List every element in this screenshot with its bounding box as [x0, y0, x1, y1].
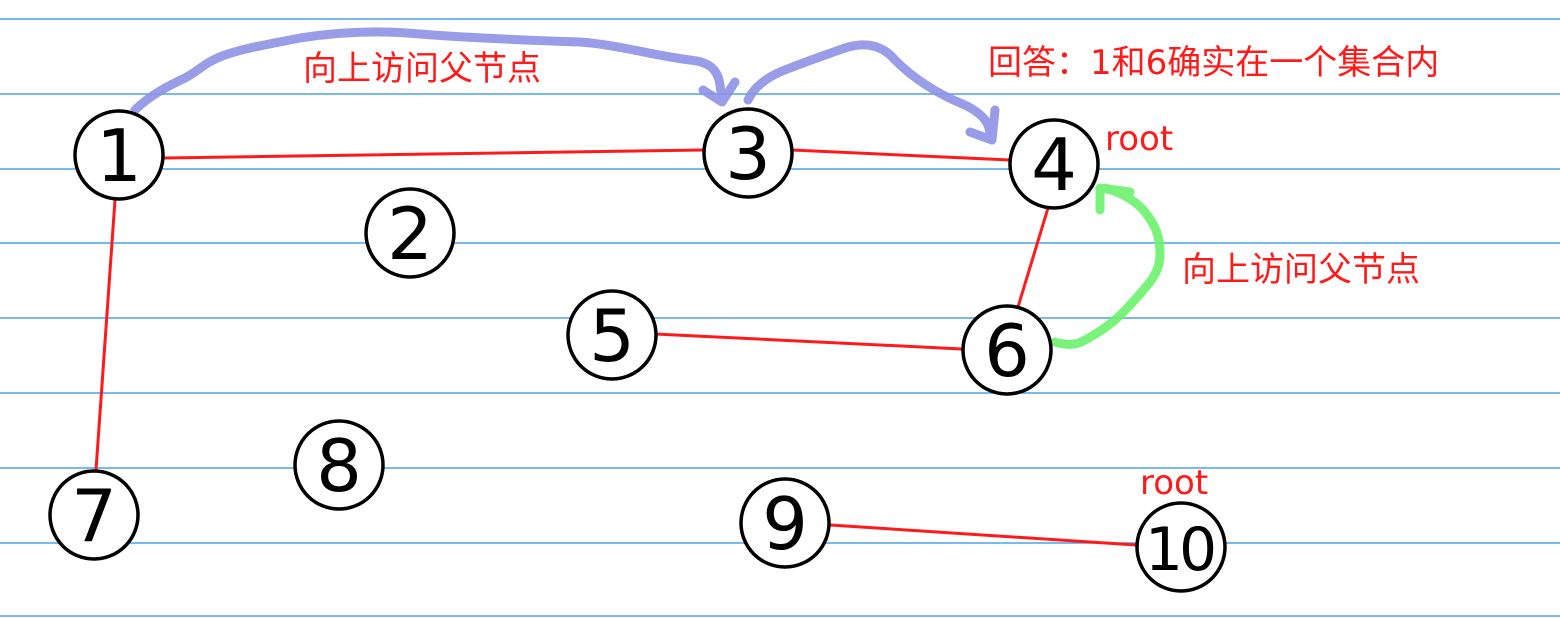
node-circle [364, 187, 456, 279]
arrow-3-to-4 [743, 40, 995, 140]
node-1: 1 [73, 109, 165, 201]
node-10: 10 [1135, 501, 1227, 593]
node-4: 4 [1008, 118, 1100, 210]
nodes: 1 2 3 4 5 6 7 8 [48, 107, 1227, 593]
edges [94, 148, 1138, 547]
node-6: 6 [961, 304, 1053, 396]
node-circle [73, 109, 165, 201]
annotations: 向上访问父节点 回答：1和6确实在一个集合内 向上访问父节点 root root [303, 43, 1439, 503]
node-8: 8 [293, 419, 385, 511]
arrow-1-to-3 [130, 27, 727, 115]
arrowhead-1-to-3 [698, 77, 740, 107]
node-circle [1135, 501, 1227, 593]
node-label: 9 [762, 482, 808, 566]
node-7: 7 [48, 469, 140, 561]
edge-5-6 [653, 332, 964, 351]
edge-1-3 [163, 148, 705, 160]
annotation-visit-parent-top: 向上访问父节点 [303, 49, 541, 89]
edge-4-6 [1016, 206, 1050, 309]
node-label: 7 [71, 474, 117, 558]
node-circle [293, 419, 385, 511]
edge-1-7 [94, 198, 117, 472]
root-label-node-4: root [1105, 119, 1173, 159]
arrow-6-to-4 [1050, 183, 1165, 349]
node-label: 3 [725, 112, 771, 196]
node-9: 9 [739, 477, 831, 569]
node-label: 2 [387, 192, 433, 276]
node-circle [702, 107, 794, 199]
node-circle [739, 477, 831, 569]
arrowhead-3-to-4 [965, 105, 1000, 145]
annotation-answer: 回答：1和6确实在一个集合内 [988, 43, 1439, 83]
node-2: 2 [364, 187, 456, 279]
ruled-lines [0, 18, 1560, 617]
node-circle [566, 289, 658, 381]
node-label: 5 [589, 294, 635, 378]
node-5: 5 [566, 289, 658, 381]
node-circle [961, 304, 1053, 396]
node-circle [48, 469, 140, 561]
node-3: 3 [702, 107, 794, 199]
node-label: 1 [96, 114, 142, 198]
node-label: 8 [316, 424, 362, 508]
node-label: 6 [984, 309, 1030, 393]
green-arrow [1050, 183, 1165, 349]
node-label: 4 [1031, 123, 1077, 207]
node-label: 10 [1145, 515, 1214, 585]
annotation-visit-parent-right: 向上访问父节点 [1182, 250, 1420, 290]
root-label-node-10: root [1140, 463, 1208, 503]
edge-3-4 [790, 148, 1012, 162]
node-circle [1008, 118, 1100, 210]
purple-arrows [130, 27, 1000, 145]
edge-9-10 [828, 523, 1138, 547]
arrowhead-6-to-4 [1095, 183, 1135, 215]
